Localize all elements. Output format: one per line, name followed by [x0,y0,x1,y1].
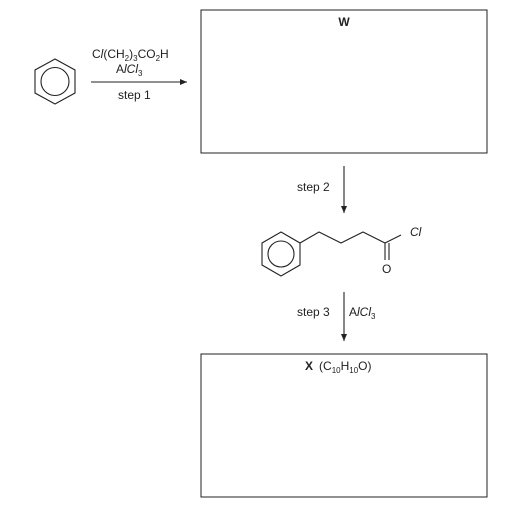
step-3-reagent: AlCl3 [349,305,376,321]
step-3-label: step 3 [297,305,330,319]
box-w [200,9,488,154]
benzene-structure [34,58,76,105]
reagent-line-2: AlCl3 [116,62,143,78]
acid-chloride-structure [261,231,402,277]
box-w-label: W [338,15,350,29]
box-x-label: X(C10H10O) [305,359,372,375]
reagent-line-1: Cl(CH2)3CO2H [92,47,169,63]
oxygen-atom: O [382,262,391,276]
step-1-label: step 1 [118,88,151,102]
chloride-atom: Cl [410,225,422,239]
box-x [200,353,488,498]
step-2-label: step 2 [297,180,330,194]
